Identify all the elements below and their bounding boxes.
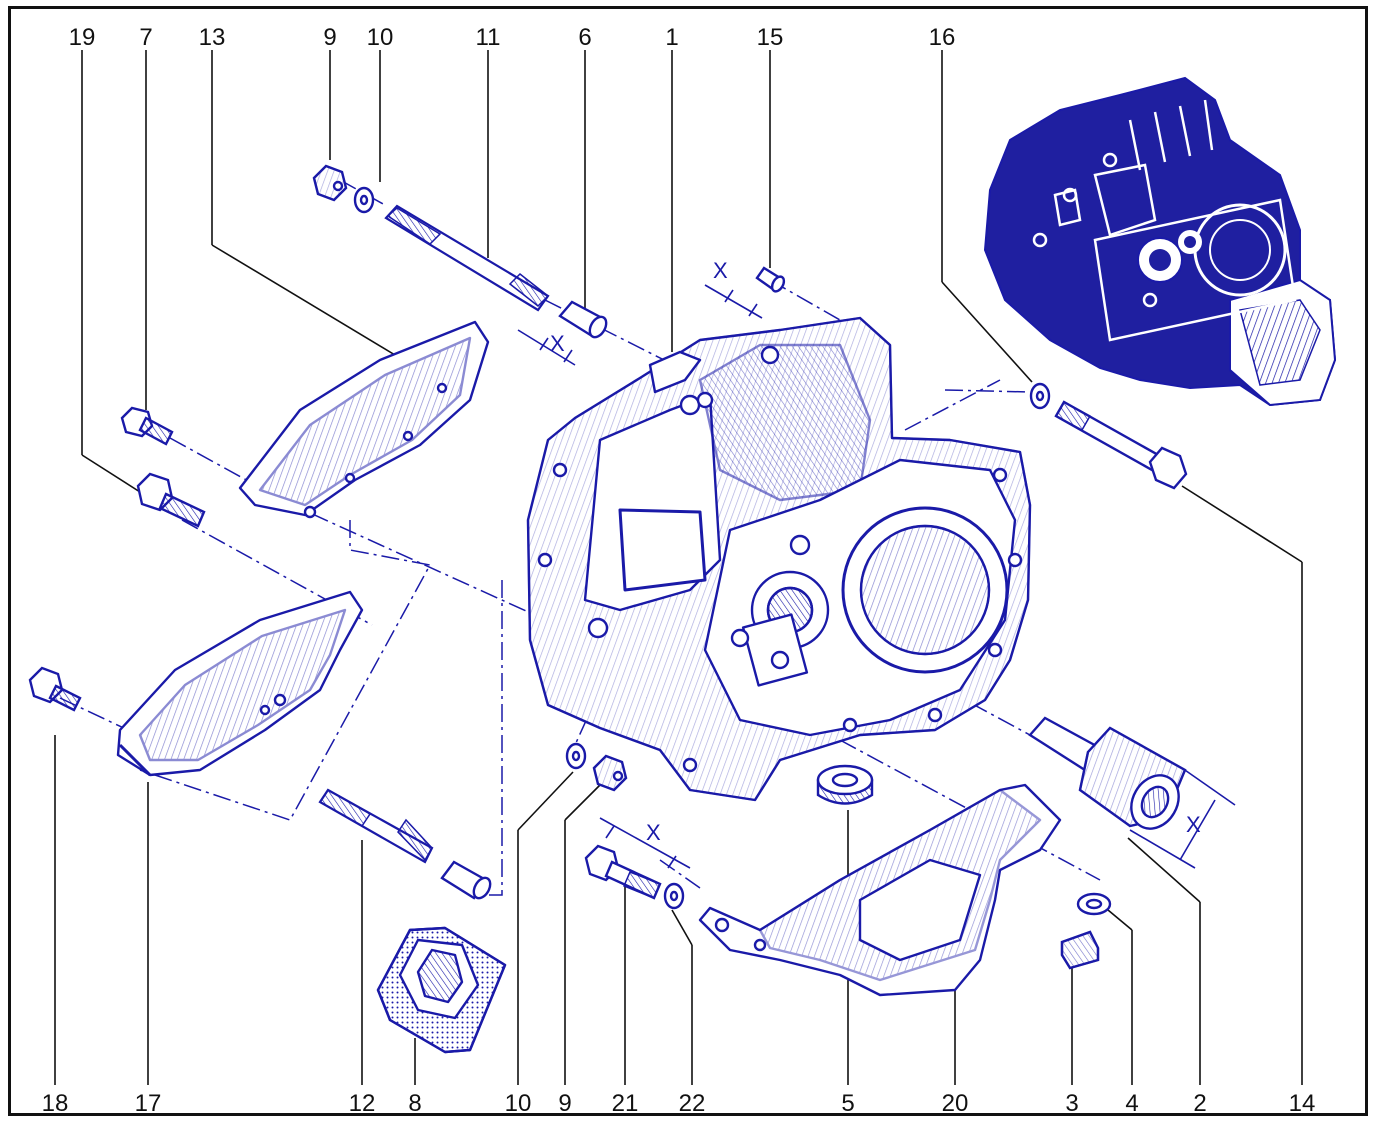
part-12-sleeve [440, 860, 492, 900]
label-7: 7 [139, 24, 153, 51]
part-16-washer [1029, 382, 1051, 410]
label-18: 18 [41, 1090, 69, 1117]
part-12-stud [318, 788, 434, 864]
part-10-washer-bottom [565, 742, 587, 770]
part-10-washer-top [353, 186, 375, 214]
part-9-nut-top [312, 164, 348, 202]
part-20-cover [698, 783, 1062, 997]
assembled-gearbox-inset [983, 76, 1337, 407]
label-8: 8 [408, 1090, 422, 1117]
label-16: 16 [928, 24, 956, 51]
dimension-x-dowel-15: X [713, 258, 728, 283]
label-9-bottom: 9 [558, 1090, 572, 1117]
part-8-boot [376, 926, 507, 1054]
part-2-guide-tube [1028, 716, 1187, 830]
label-20: 20 [941, 1090, 969, 1117]
label-3: 3 [1065, 1090, 1079, 1117]
part-19-bolt [136, 472, 206, 528]
label-21: 21 [611, 1090, 639, 1117]
part-21-bolt [584, 844, 662, 900]
label-19: 19 [68, 24, 96, 51]
part-18-bolt [28, 666, 82, 712]
label-10-bottom: 10 [504, 1090, 532, 1117]
label-12: 12 [348, 1090, 376, 1117]
part-3-plug [1060, 930, 1100, 970]
dimension-markers [517, 284, 1236, 869]
part-9-nut-bottom [592, 754, 628, 792]
part-7-bolt [120, 406, 174, 446]
part-5-seal [816, 764, 874, 805]
part-13-upper-cover [238, 320, 490, 519]
part-17-lower-cover [116, 590, 364, 777]
label-6: 6 [578, 24, 592, 51]
leader-lines [54, 50, 1303, 1085]
part-11-stud [384, 204, 550, 312]
label-2: 2 [1193, 1090, 1207, 1117]
part-15-dowel [755, 266, 786, 293]
dimension-x-bolt-21: X [646, 820, 661, 845]
label-11: 11 [475, 24, 501, 51]
dimension-x-dowel-6: X [550, 331, 565, 356]
label-14: 14 [1288, 1090, 1316, 1117]
part-14-bolt [1054, 400, 1188, 490]
label-1: 1 [665, 24, 679, 51]
part-4-seal-washer [1076, 892, 1112, 916]
label-10-top: 10 [366, 24, 394, 51]
label-17: 17 [134, 1090, 162, 1117]
label-4: 4 [1125, 1090, 1139, 1117]
label-15: 15 [756, 24, 784, 51]
dimension-x-tube-2: X [1186, 812, 1201, 837]
part-22-washer [663, 882, 685, 910]
label-5: 5 [841, 1090, 855, 1117]
part-6-dowel-sleeve [558, 300, 608, 339]
label-9-top: 9 [323, 24, 337, 51]
label-22: 22 [678, 1090, 706, 1117]
label-13: 13 [198, 24, 226, 51]
part-1-gearbox-housing [526, 316, 1032, 802]
